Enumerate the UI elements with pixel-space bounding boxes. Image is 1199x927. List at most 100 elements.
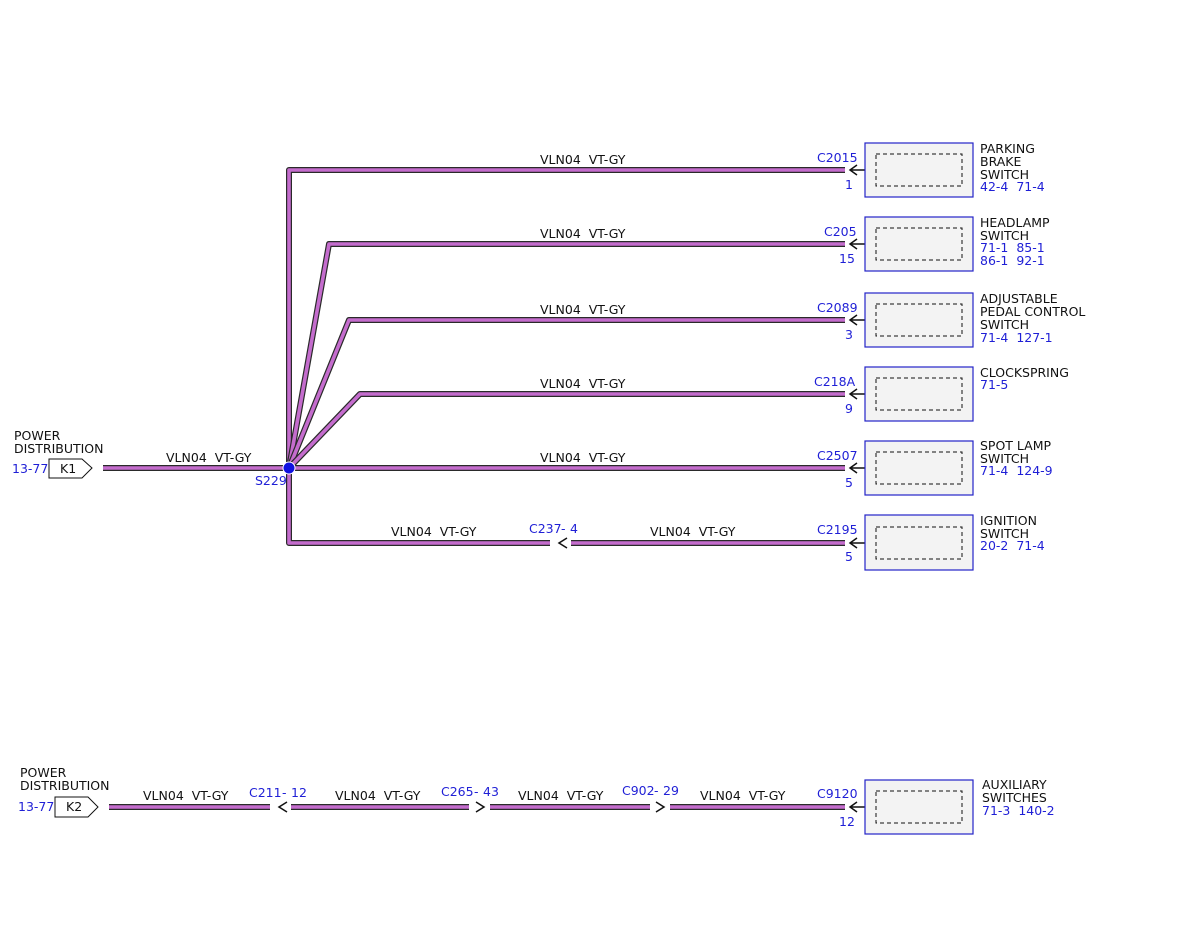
branch-c205: C205 15 HEADLAMP SWITCH 71-1 85-1 86-1 9… (824, 215, 1050, 272)
wire-label-source: VLN04 VT-GY (166, 450, 252, 465)
upper-wires (103, 167, 845, 546)
c205-device-line-2: SWITCH (980, 228, 1029, 243)
wire-label-c2089: VLN04 VT-GY (540, 302, 626, 317)
upper-source-pin-tag (48, 458, 93, 479)
c211-pin: 12 (291, 785, 307, 800)
splice-label[interactable]: S229 (255, 473, 287, 488)
spot-lamp-switch-box[interactable] (864, 440, 974, 496)
lower-source-pin-tag (54, 796, 99, 818)
c2089-device-line-1: ADJUSTABLE (980, 291, 1058, 306)
headlamp-switch-box[interactable] (864, 216, 974, 272)
c237-name[interactable]: C237 (529, 521, 562, 536)
ignition-switch-inner (875, 526, 963, 560)
upper-circuit: POWER DISTRIBUTION 13-77 K1 VLN04 VT-GY … (12, 141, 1085, 571)
c2015-ref-1[interactable]: 42-4 71-4 (980, 179, 1045, 194)
lower-source-pin: K2 (66, 799, 82, 814)
c2089-name[interactable]: C2089 (817, 300, 858, 315)
upper-source-ref[interactable]: 13-77 (12, 461, 48, 476)
c9120-device-line-2: SWITCHES (982, 790, 1047, 805)
c2195-name[interactable]: C2195 (817, 522, 858, 537)
splice-dot[interactable] (282, 461, 296, 475)
c2195-device-line-1: IGNITION (980, 513, 1037, 528)
wire-label-c218a: VLN04 VT-GY (540, 376, 626, 391)
c211-connector-symbol (277, 801, 288, 813)
c218a-pin: 9 (845, 401, 853, 416)
c265-dash: - (474, 784, 479, 799)
c237-connector-symbol (557, 537, 568, 549)
upper-source-pin: K1 (60, 461, 76, 476)
auxiliary-switches-inner (875, 790, 963, 824)
branch-c218a: C218A 9 CLOCKSPRING 71-5 (814, 365, 1069, 422)
wire-to-c205-edge (286, 241, 845, 469)
wire-to-c2089[interactable] (287, 318, 845, 469)
wire-label-c2195: VLN04 VT-GY (650, 524, 736, 539)
c9120-device-line-1: AUXILIARY (982, 777, 1047, 792)
c265-name[interactable]: C265 (441, 784, 474, 799)
c2195-device-line-2: SWITCH (980, 526, 1029, 541)
c265-pin: 43 (483, 784, 499, 799)
lower-circuit: POWER DISTRIBUTION 13-77 K2 VLN04 VT-GY … (18, 765, 1055, 835)
c2089-pin: 3 (845, 327, 853, 342)
c237-dash: - (561, 521, 566, 536)
c2507-pin: 5 (845, 475, 853, 490)
wire-label-c2507: VLN04 VT-GY (540, 450, 626, 465)
upper-source-title-line-1: POWER (14, 428, 61, 443)
c9120-name[interactable]: C9120 (817, 786, 858, 801)
adjustable-pedal-control-switch-inner (875, 303, 963, 337)
c205-device-line-1: HEADLAMP (980, 215, 1050, 230)
c2195-pin: 5 (845, 549, 853, 564)
c2195-ref-1[interactable]: 20-2 71-4 (980, 538, 1045, 553)
spot-lamp-switch-inner (875, 451, 963, 485)
c2507-ref-1[interactable]: 71-4 124-9 (980, 463, 1053, 478)
c265-connector-symbol (475, 801, 486, 813)
auxiliary-switches-box[interactable] (864, 779, 974, 835)
adjustable-pedal-control-switch-box[interactable] (864, 292, 974, 348)
wire-to-c205[interactable] (287, 242, 845, 469)
wire-label-lower-3: VLN04 VT-GY (518, 788, 604, 803)
parking-brake-switch-inner (875, 153, 963, 187)
c2015-name[interactable]: C2015 (817, 150, 858, 165)
c211-dash: - (282, 785, 287, 800)
ignition-switch-box[interactable] (864, 514, 974, 571)
lower-source-ref[interactable]: 13-77 (18, 799, 54, 814)
branch-c2195: C2195 5 IGNITION SWITCH 20-2 71-4 (817, 513, 1045, 571)
c2089-device-line-3: SWITCH (980, 317, 1029, 332)
c2015-device-line-2: BRAKE (980, 154, 1022, 169)
c902-name[interactable]: C902 (622, 783, 655, 798)
c218a-device-line-1: CLOCKSPRING (980, 365, 1069, 380)
wire-label-c2015: VLN04 VT-GY (540, 152, 626, 167)
c902-connector-symbol (655, 801, 666, 813)
c2089-ref-1[interactable]: 71-4 127-1 (980, 330, 1053, 345)
c2015-device-line-3: SWITCH (980, 167, 1029, 182)
c2015-pin: 1 (845, 177, 853, 192)
wire-label-c237-left: VLN04 VT-GY (391, 524, 477, 539)
wire-label-lower-2: VLN04 VT-GY (335, 788, 421, 803)
c218a-ref-1[interactable]: 71-5 (980, 377, 1008, 392)
wire-to-c237[interactable] (287, 468, 550, 545)
clockspring-inner (875, 377, 963, 411)
c2089-device-line-2: PEDAL CONTROL (980, 304, 1085, 319)
c902-dash: - (654, 783, 659, 798)
lower-source-title-line-2: DISTRIBUTION (20, 778, 110, 793)
c205-name[interactable]: C205 (824, 224, 857, 239)
c205-ref-2[interactable]: 86-1 92-1 (980, 253, 1045, 268)
wire-to-c218a[interactable] (287, 392, 845, 470)
c205-pin: 15 (839, 251, 855, 266)
wire-to-c2015[interactable] (287, 168, 845, 468)
upper-source-title-line-2: DISTRIBUTION (14, 441, 104, 456)
clockspring-box[interactable] (864, 366, 974, 422)
c2507-device-line-1: SPOT LAMP (980, 438, 1052, 453)
c237-pin: 4 (570, 521, 578, 536)
headlamp-switch-inner (875, 227, 963, 261)
c2507-name[interactable]: C2507 (817, 448, 858, 463)
c9120-ref-1[interactable]: 71-3 140-2 (982, 803, 1055, 818)
branch-c2507: C2507 5 SPOT LAMP SWITCH 71-4 124-9 (817, 438, 1053, 496)
c2507-device-line-2: SWITCH (980, 451, 1029, 466)
branch-c9120: C9120 12 AUXILIARY SWITCHES 71-3 140-2 (817, 777, 1055, 835)
wire-label-lower-1: VLN04 VT-GY (143, 788, 229, 803)
c211-name[interactable]: C211 (249, 785, 282, 800)
c205-ref-1[interactable]: 71-1 85-1 (980, 240, 1045, 255)
c9120-pin: 12 (839, 814, 855, 829)
c218a-name[interactable]: C218A (814, 374, 856, 389)
parking-brake-switch-box[interactable] (864, 142, 974, 198)
